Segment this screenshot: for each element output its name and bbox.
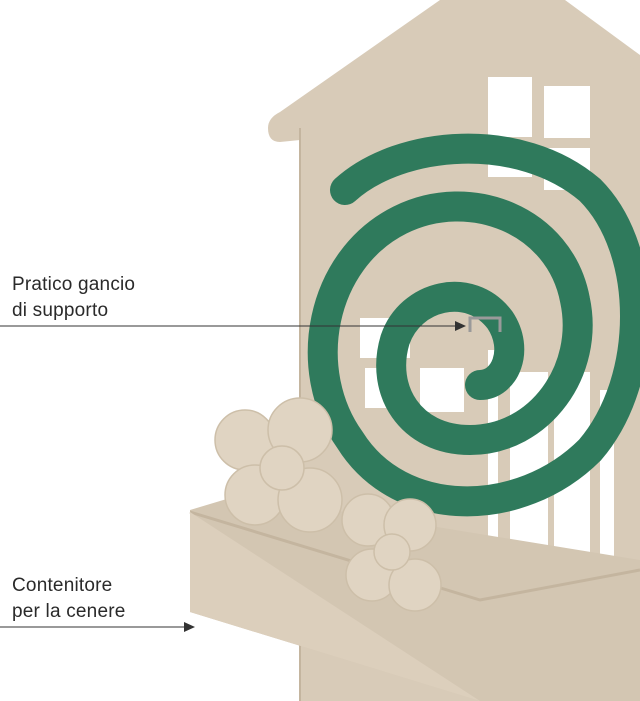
leader-line-hook [0,321,466,331]
hook-caption: Pratico gancio di supporto [12,272,135,324]
tray-caption: Contenitore per la cenere [12,573,126,625]
hook-caption-line2: di supporto [12,300,109,321]
tray-caption-line2: per la cenere [12,601,126,622]
tray-caption-line1: Contenitore [12,575,113,596]
hook-caption-line1: Pratico gancio [12,274,136,295]
leader-line-tray [0,622,195,632]
hook-icon [468,316,502,332]
mosquito-coil [307,133,640,517]
clover-icon [214,397,442,612]
